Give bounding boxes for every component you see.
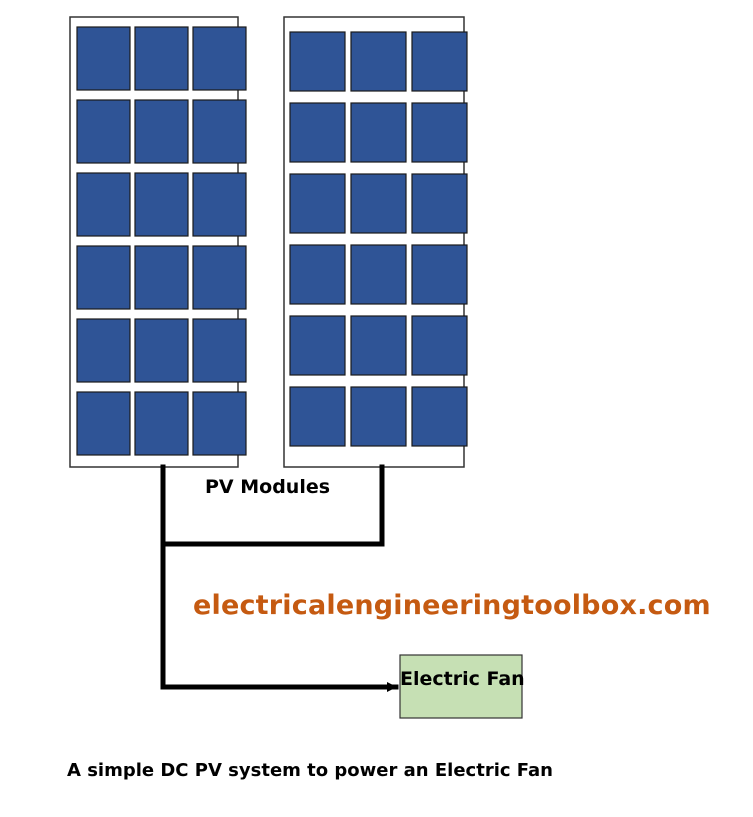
pv-cell-left-r2-c2 [134,99,189,164]
electric-fan-label: Electric Fan [400,668,525,690]
pv-cell-right-r1-c3 [411,31,468,92]
pv-module-left-cells [76,26,247,456]
pv-modules-label: PV Modules [205,476,331,498]
pv-cell-right-r2-c2 [350,102,407,163]
dc-wiring [160,464,399,692]
pv-cell-left-r2-c3 [192,99,247,164]
pv-cell-left-r1-c1 [76,26,131,91]
pv-module-left [69,16,247,468]
pv-cell-right-r3-c1 [289,173,346,234]
pv-cell-right-r1-c2 [350,31,407,92]
pv-cell-left-r5-c2 [134,318,189,383]
pv-cell-right-r4-c3 [411,244,468,305]
website-watermark: electricalengineeringtoolbox.com [193,590,711,621]
pv-cell-left-r4-c1 [76,245,131,310]
pv-cell-left-r3-c2 [134,172,189,237]
pv-module-right-cells [289,31,468,447]
pv-cell-right-r4-c1 [289,244,346,305]
pv-cell-left-r2-c1 [76,99,131,164]
pv-module-right [283,16,468,468]
pv-cell-left-r6-c3 [192,391,247,456]
electric-fan-box [399,654,523,719]
pv-cell-left-r6-c2 [134,391,189,456]
pv-cell-right-r2-c1 [289,102,346,163]
pv-cell-left-r1-c3 [192,26,247,91]
pv-cell-left-r5-c1 [76,318,131,383]
pv-cell-right-r1-c1 [289,31,346,92]
diagram-caption: A simple DC PV system to power an Electr… [67,760,553,781]
pv-cell-right-r6-c1 [289,386,346,447]
pv-cell-right-r4-c2 [350,244,407,305]
pv-cell-left-r3-c3 [192,172,247,237]
pv-cell-left-r4-c2 [134,245,189,310]
pv-cell-right-r5-c2 [350,315,407,376]
pv-cell-right-r3-c3 [411,173,468,234]
pv-cell-left-r3-c1 [76,172,131,237]
pv-cell-left-r6-c1 [76,391,131,456]
pv-cell-left-r1-c2 [134,26,189,91]
pv-cell-right-r3-c2 [350,173,407,234]
pv-cell-right-r2-c3 [411,102,468,163]
pv-cell-right-r6-c2 [350,386,407,447]
pv-cell-right-r6-c3 [411,386,468,447]
pv-cell-left-r4-c3 [192,245,247,310]
pv-cell-right-r5-c3 [411,315,468,376]
pv-cell-left-r5-c3 [192,318,247,383]
pv-cell-right-r5-c1 [289,315,346,376]
